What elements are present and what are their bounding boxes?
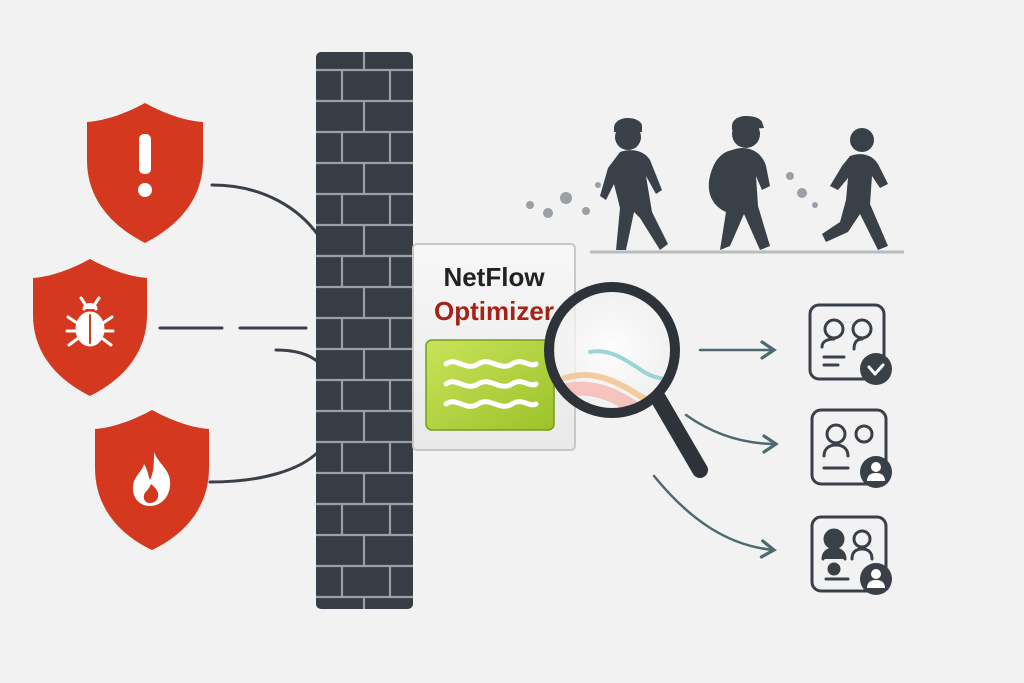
check-icon (860, 353, 892, 385)
traffic-waves-tile (425, 339, 555, 431)
product-name-line2: Optimizer (434, 296, 554, 326)
fire-icon (132, 452, 171, 506)
waves-icon (443, 359, 539, 409)
data-particles (526, 172, 818, 218)
arrow-to-user-2 (684, 413, 779, 454)
user-profile-card-icon (822, 423, 874, 470)
walking-people (590, 116, 904, 254)
user-profile-card-icon (820, 318, 873, 367)
arrow-to-user-3 (652, 474, 777, 559)
firewall-wall (316, 52, 413, 609)
output-arrows (652, 340, 779, 559)
user-profile-card-icon (821, 528, 874, 581)
user-card-3 (810, 515, 892, 595)
connector-attack (208, 450, 320, 484)
person-icon (860, 456, 892, 488)
connector-alert (210, 183, 320, 237)
user-card-1 (808, 303, 892, 385)
magnifier-icon (544, 282, 708, 478)
connector-malware-curve (274, 348, 320, 364)
optimizer-panel: NetFlow Optimizer (412, 243, 576, 451)
exclamation-icon (138, 134, 152, 197)
person-walking-icon (600, 118, 668, 250)
person-walking-icon (822, 128, 888, 250)
user-card-2 (810, 408, 892, 488)
person-icon (860, 563, 892, 595)
threat-shield-attack (95, 410, 209, 550)
person-walking-icon (708, 116, 770, 250)
product-name-line1: NetFlow (443, 262, 545, 292)
bug-icon (65, 296, 115, 347)
threat-shield-malware (33, 259, 147, 396)
threat-connectors (158, 183, 320, 484)
threat-shield-alert (87, 103, 203, 243)
